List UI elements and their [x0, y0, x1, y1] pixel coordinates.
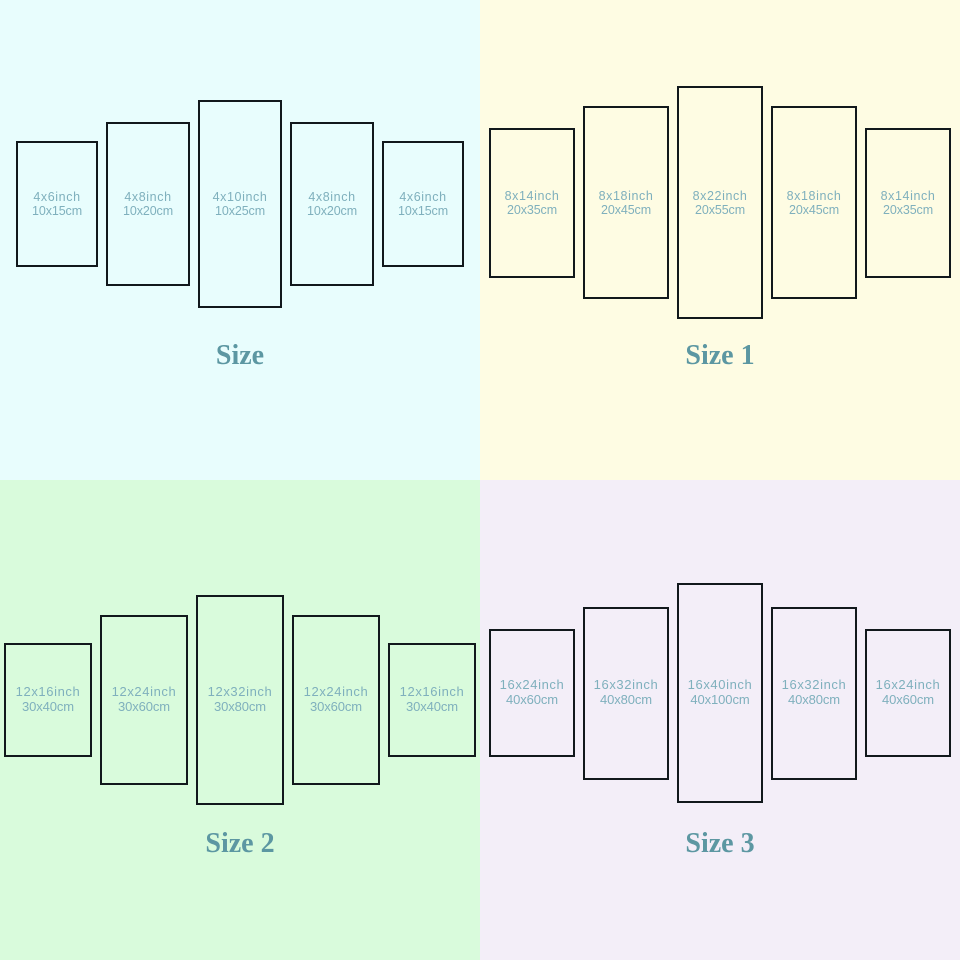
panel-size-inches: 16x32inch	[781, 677, 847, 693]
panel-size-inches: 16x24inch	[875, 677, 941, 693]
panel-size-inches: 12x32inch	[207, 684, 273, 700]
panel-size-inches: 4x6inch	[33, 190, 81, 204]
panel-size-inches: 12x16inch	[15, 684, 81, 700]
panel-size-inches: 8x18inch	[786, 188, 842, 203]
panel-size-centimeters: 10x15cm	[397, 204, 449, 218]
panel-size-centimeters: 20x35cm	[882, 202, 934, 217]
panel-size-centimeters: 10x15cm	[31, 204, 83, 218]
panel-size-centimeters: 40x80cm	[787, 692, 841, 707]
panel-size-centimeters: 20x45cm	[788, 202, 840, 217]
panel-size-inches: 8x14inch	[880, 188, 936, 203]
panel-size-centimeters: 20x55cm	[694, 202, 746, 217]
panel-size-centimeters: 10x20cm	[306, 204, 358, 218]
panel-size-inches: 12x16inch	[399, 684, 465, 700]
panel-size-inches: 8x22inch	[692, 188, 748, 203]
quadrant-title: Size 3	[685, 828, 755, 859]
panel-size-inches: 4x10inch	[212, 190, 268, 204]
quadrant-title: Size 2	[205, 828, 275, 859]
panel-size-centimeters: 30x40cm	[405, 699, 459, 714]
panel-size-centimeters: 20x45cm	[600, 202, 652, 217]
panel-size-inches: 16x40inch	[687, 677, 753, 693]
quadrant-title: Size	[215, 340, 265, 371]
panel-size-inches: 16x24inch	[499, 677, 565, 693]
panel-size-centimeters: 30x60cm	[309, 699, 363, 714]
panel-size-centimeters: 40x60cm	[505, 692, 559, 707]
panel-size-inches: 12x24inch	[111, 684, 177, 700]
panel-size-inches: 16x32inch	[593, 677, 659, 693]
quadrant-title: Size 1	[685, 340, 755, 371]
panel-size-centimeters: 40x100cm	[690, 692, 750, 707]
panel-size-centimeters: 30x80cm	[213, 699, 267, 714]
panel-size-centimeters: 10x20cm	[122, 204, 174, 218]
panel-size-centimeters: 30x60cm	[117, 699, 171, 714]
panel-size-inches: 12x24inch	[303, 684, 369, 700]
panel-size-inches: 4x8inch	[124, 190, 172, 204]
panel-size-centimeters: 20x35cm	[506, 202, 558, 217]
panel-size-inches: 4x6inch	[399, 190, 447, 204]
panel-size-inches: 4x8inch	[308, 190, 356, 204]
panel-size-centimeters: 30x40cm	[21, 699, 75, 714]
panel-size-centimeters: 10x25cm	[214, 204, 266, 218]
panel-size-centimeters: 40x60cm	[881, 692, 935, 707]
panel-size-centimeters: 40x80cm	[599, 692, 653, 707]
panel-size-inches: 8x14inch	[504, 188, 560, 203]
panel-size-inches: 8x18inch	[598, 188, 654, 203]
